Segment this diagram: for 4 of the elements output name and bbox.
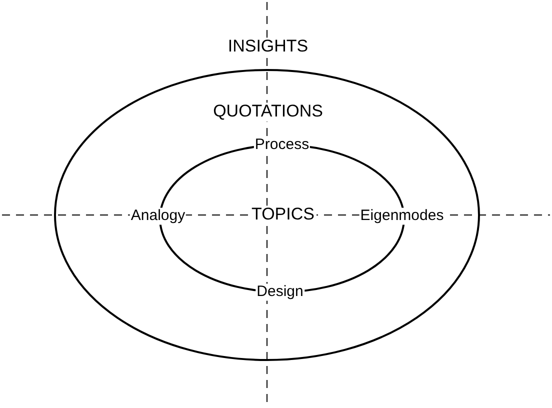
topic-label: Design	[256, 284, 304, 300]
topic-label: Eigenmodes	[359, 208, 445, 224]
ring-title: QUOTATIONS	[211, 102, 325, 122]
topic-label: Analogy	[130, 208, 186, 224]
